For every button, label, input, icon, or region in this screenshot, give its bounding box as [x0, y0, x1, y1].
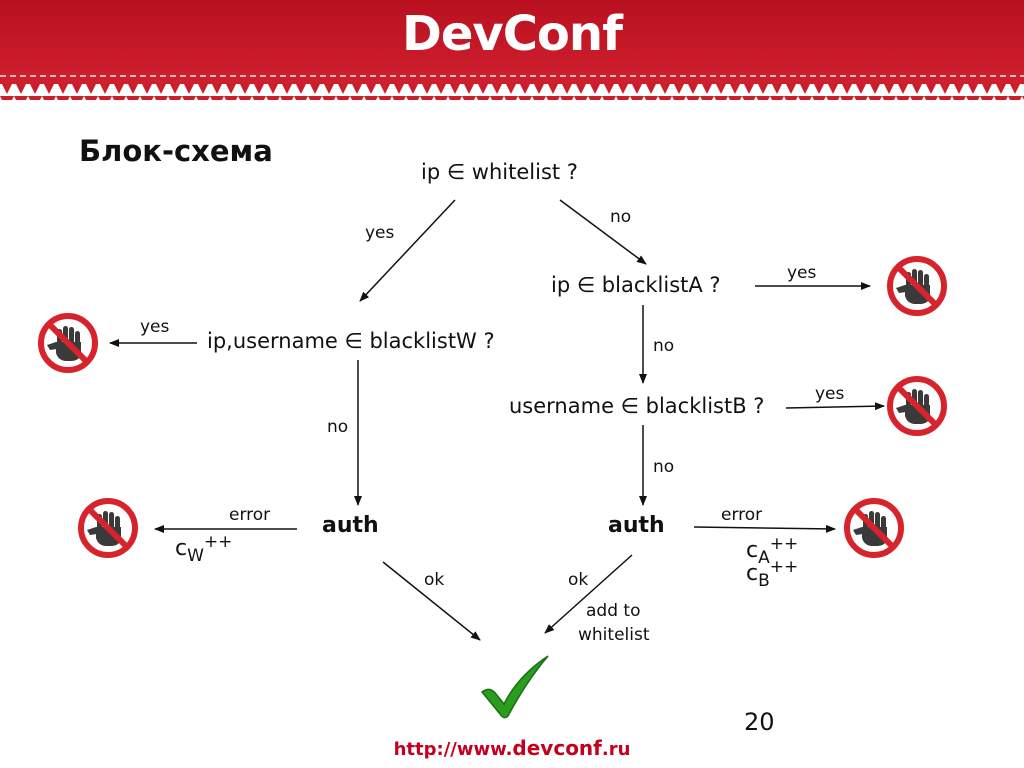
arrow-auth-right-error: [693, 524, 836, 533]
counter-a-sup: ++: [769, 534, 799, 554]
counter-b-base: c: [746, 561, 759, 586]
slide-title: Блок-схема: [79, 134, 273, 168]
node-auth-right: auth: [608, 513, 665, 538]
page-number: 20: [744, 708, 775, 736]
counter-w-base: c: [175, 536, 188, 561]
counter-a-base: c: [746, 538, 759, 563]
counter-w-sup: ++: [203, 532, 233, 552]
node-blacklist-b-check: username ∈ blacklistB ?: [509, 394, 765, 418]
counter-w-sub: W: [187, 546, 204, 566]
counter-a: cA++: [746, 534, 798, 568]
label-blacklist-w-no: no: [327, 417, 349, 437]
label-whitelist-word: whitelist: [578, 625, 650, 645]
arrow-auth-right-ok: [544, 554, 633, 634]
node-blacklist-a-check: ip ∈ blacklistA ?: [551, 273, 721, 297]
arrow-whitelist-no: [559, 199, 647, 265]
label-blacklist-w-yes: yes: [140, 317, 170, 337]
counter-b-sup: ++: [769, 557, 799, 577]
label-blacklist-b-no: no: [653, 457, 675, 477]
label-auth-left-ok: ok: [424, 570, 445, 590]
stop-hand-icon: [77, 497, 139, 559]
arrow-blacklist-b-yes: [785, 402, 885, 411]
counter-b-sub: B: [758, 571, 770, 591]
arrow-whitelist-yes: [359, 199, 456, 302]
header-background: [0, 0, 1024, 100]
label-blacklist-a-yes: yes: [787, 263, 817, 283]
node-whitelist-check: ip ∈ whitelist ?: [421, 160, 578, 184]
label-auth-right-ok: ok: [568, 570, 589, 590]
arrow-auth-left-ok: [382, 561, 481, 641]
label-whitelist-no: no: [610, 207, 632, 227]
header-banner: DevConf: [0, 0, 1024, 102]
counter-b: cB++: [746, 557, 798, 591]
stop-hand-icon: [843, 497, 905, 559]
stop-hand-icon: [886, 255, 948, 317]
label-blacklist-a-no: no: [653, 336, 675, 356]
footer-url-suffix: .ru: [601, 739, 631, 760]
footer-url-prefix: http://www.: [393, 739, 513, 760]
counter-w: cW++: [175, 532, 232, 566]
node-auth-left: auth: [322, 513, 379, 538]
label-whitelist-yes: yes: [365, 223, 395, 243]
devconf-logo: DevConf: [402, 6, 623, 62]
counter-a-sub: A: [758, 548, 770, 568]
checkmark-icon: [480, 655, 549, 719]
label-add-to: add to: [586, 601, 641, 621]
footer-url-domain: devconf: [512, 736, 602, 760]
label-auth-left-error: error: [229, 505, 271, 525]
node-blacklist-w-check: ip,username ∈ blacklistW ?: [207, 329, 495, 353]
label-blacklist-b-yes: yes: [815, 384, 845, 404]
footer-url[interactable]: http://www.devconf.ru: [0, 736, 1024, 760]
stop-hand-icon: [886, 375, 948, 437]
label-auth-right-error: error: [721, 505, 763, 525]
stop-hand-icon: [37, 312, 99, 374]
